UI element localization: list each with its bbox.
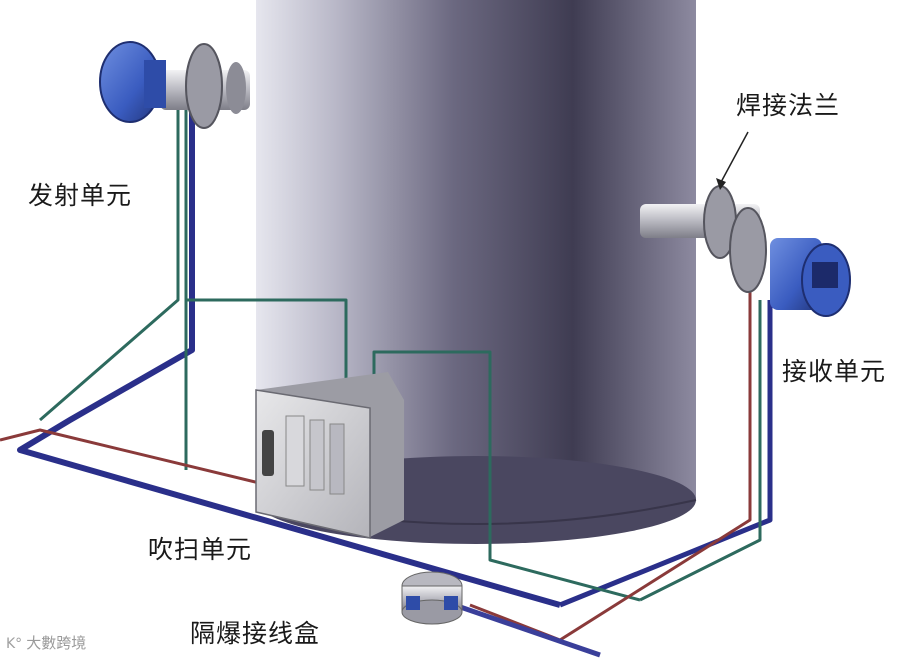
receiver-unit <box>640 185 851 317</box>
flange-pointer-arrow <box>716 131 749 190</box>
emitter-unit-label: 发射单元 <box>28 181 133 210</box>
purge-unit-box <box>255 372 404 539</box>
watermark-text: 大數跨境 <box>26 634 87 652</box>
emitter-unit <box>99 41 250 129</box>
junction-box <box>401 571 463 625</box>
junction-box-label: 隔爆接线盒 <box>190 619 321 648</box>
welded-flange-label: 焊接法兰 <box>736 91 841 120</box>
cable-runs <box>0 92 773 658</box>
watermark: K°大數跨境 <box>6 632 86 653</box>
receiver-unit-label: 接收单元 <box>782 357 887 386</box>
purge-unit-label: 吹扫单元 <box>148 535 253 564</box>
k-logo-icon: K° <box>6 636 23 652</box>
